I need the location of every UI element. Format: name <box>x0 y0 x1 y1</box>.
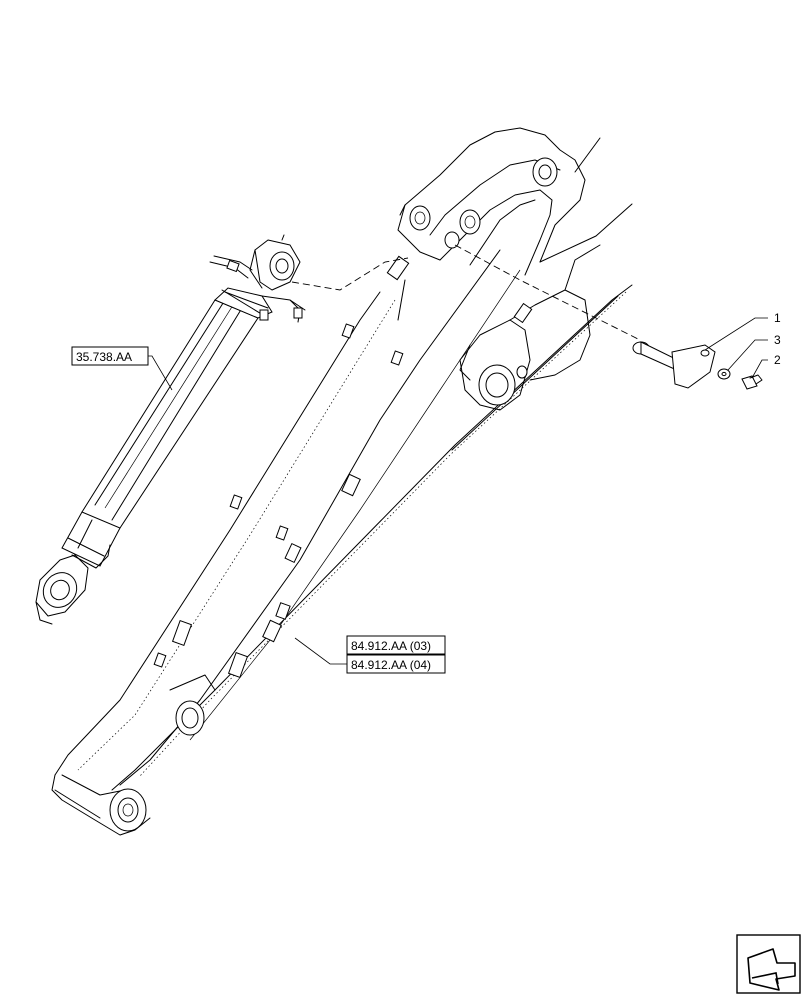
callout-number-pin: 1 <box>774 311 781 325</box>
callout-leader-washer <box>727 339 768 371</box>
next-page-arrow-icon[interactable] <box>736 934 801 994</box>
callout-number-bolt: 2 <box>774 353 781 367</box>
pin-part <box>632 341 716 389</box>
assembly-line <box>291 244 641 341</box>
boom-reference-label-1: 84.912.AA (03) <box>351 639 431 653</box>
boom-reference[interactable]: 84.912.AA (03) 84.912.AA (04) <box>294 635 446 674</box>
cylinder-reference-label: 35.738.AA <box>76 350 132 364</box>
cylinder-reference[interactable]: 35.738.AA <box>71 346 173 391</box>
hydraulic-cylinder <box>35 234 306 625</box>
boom-brackets <box>153 323 404 679</box>
boom-arm <box>51 137 633 836</box>
washer-part <box>717 368 731 380</box>
boom-head <box>386 127 601 411</box>
callout-leader-pin <box>704 317 768 351</box>
boom-reference-label-2: 84.912.AA (04) <box>351 658 431 672</box>
bolt-part <box>741 374 763 390</box>
callout-number-washer: 3 <box>774 333 781 347</box>
callout-leader-bolt <box>751 359 768 379</box>
